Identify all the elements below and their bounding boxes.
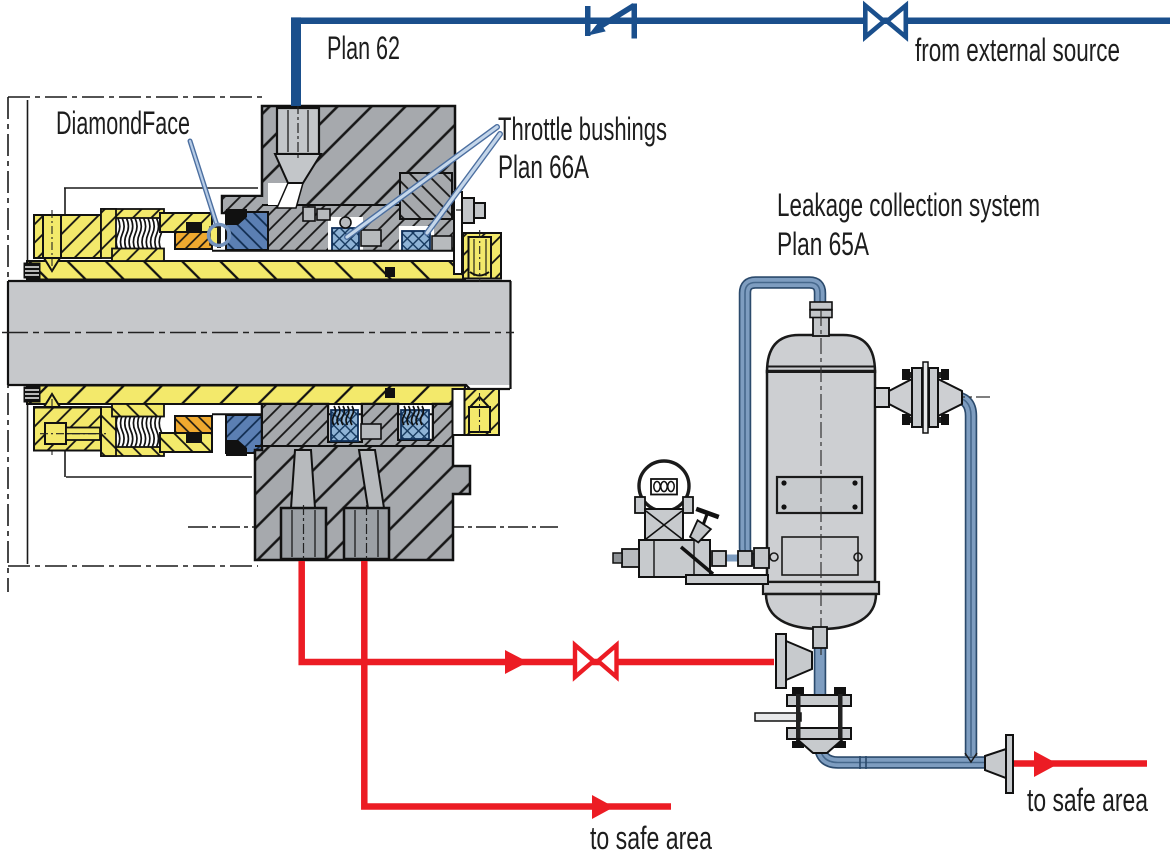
svg-text:Plan 65A: Plan 65A (777, 226, 869, 262)
svg-text:Plan 66A: Plan 66A (498, 149, 589, 185)
svg-text:DiamondFace: DiamondFace (56, 105, 190, 141)
svg-text:Leakage collection system: Leakage collection system (777, 187, 1040, 223)
svg-text:Throttle bushings: Throttle bushings (498, 111, 667, 147)
svg-text:Plan 62: Plan 62 (327, 30, 400, 66)
svg-text:from external source: from external source (915, 32, 1120, 68)
svg-text:to safe area: to safe area (590, 820, 712, 856)
svg-text:to safe area: to safe area (1027, 782, 1148, 818)
